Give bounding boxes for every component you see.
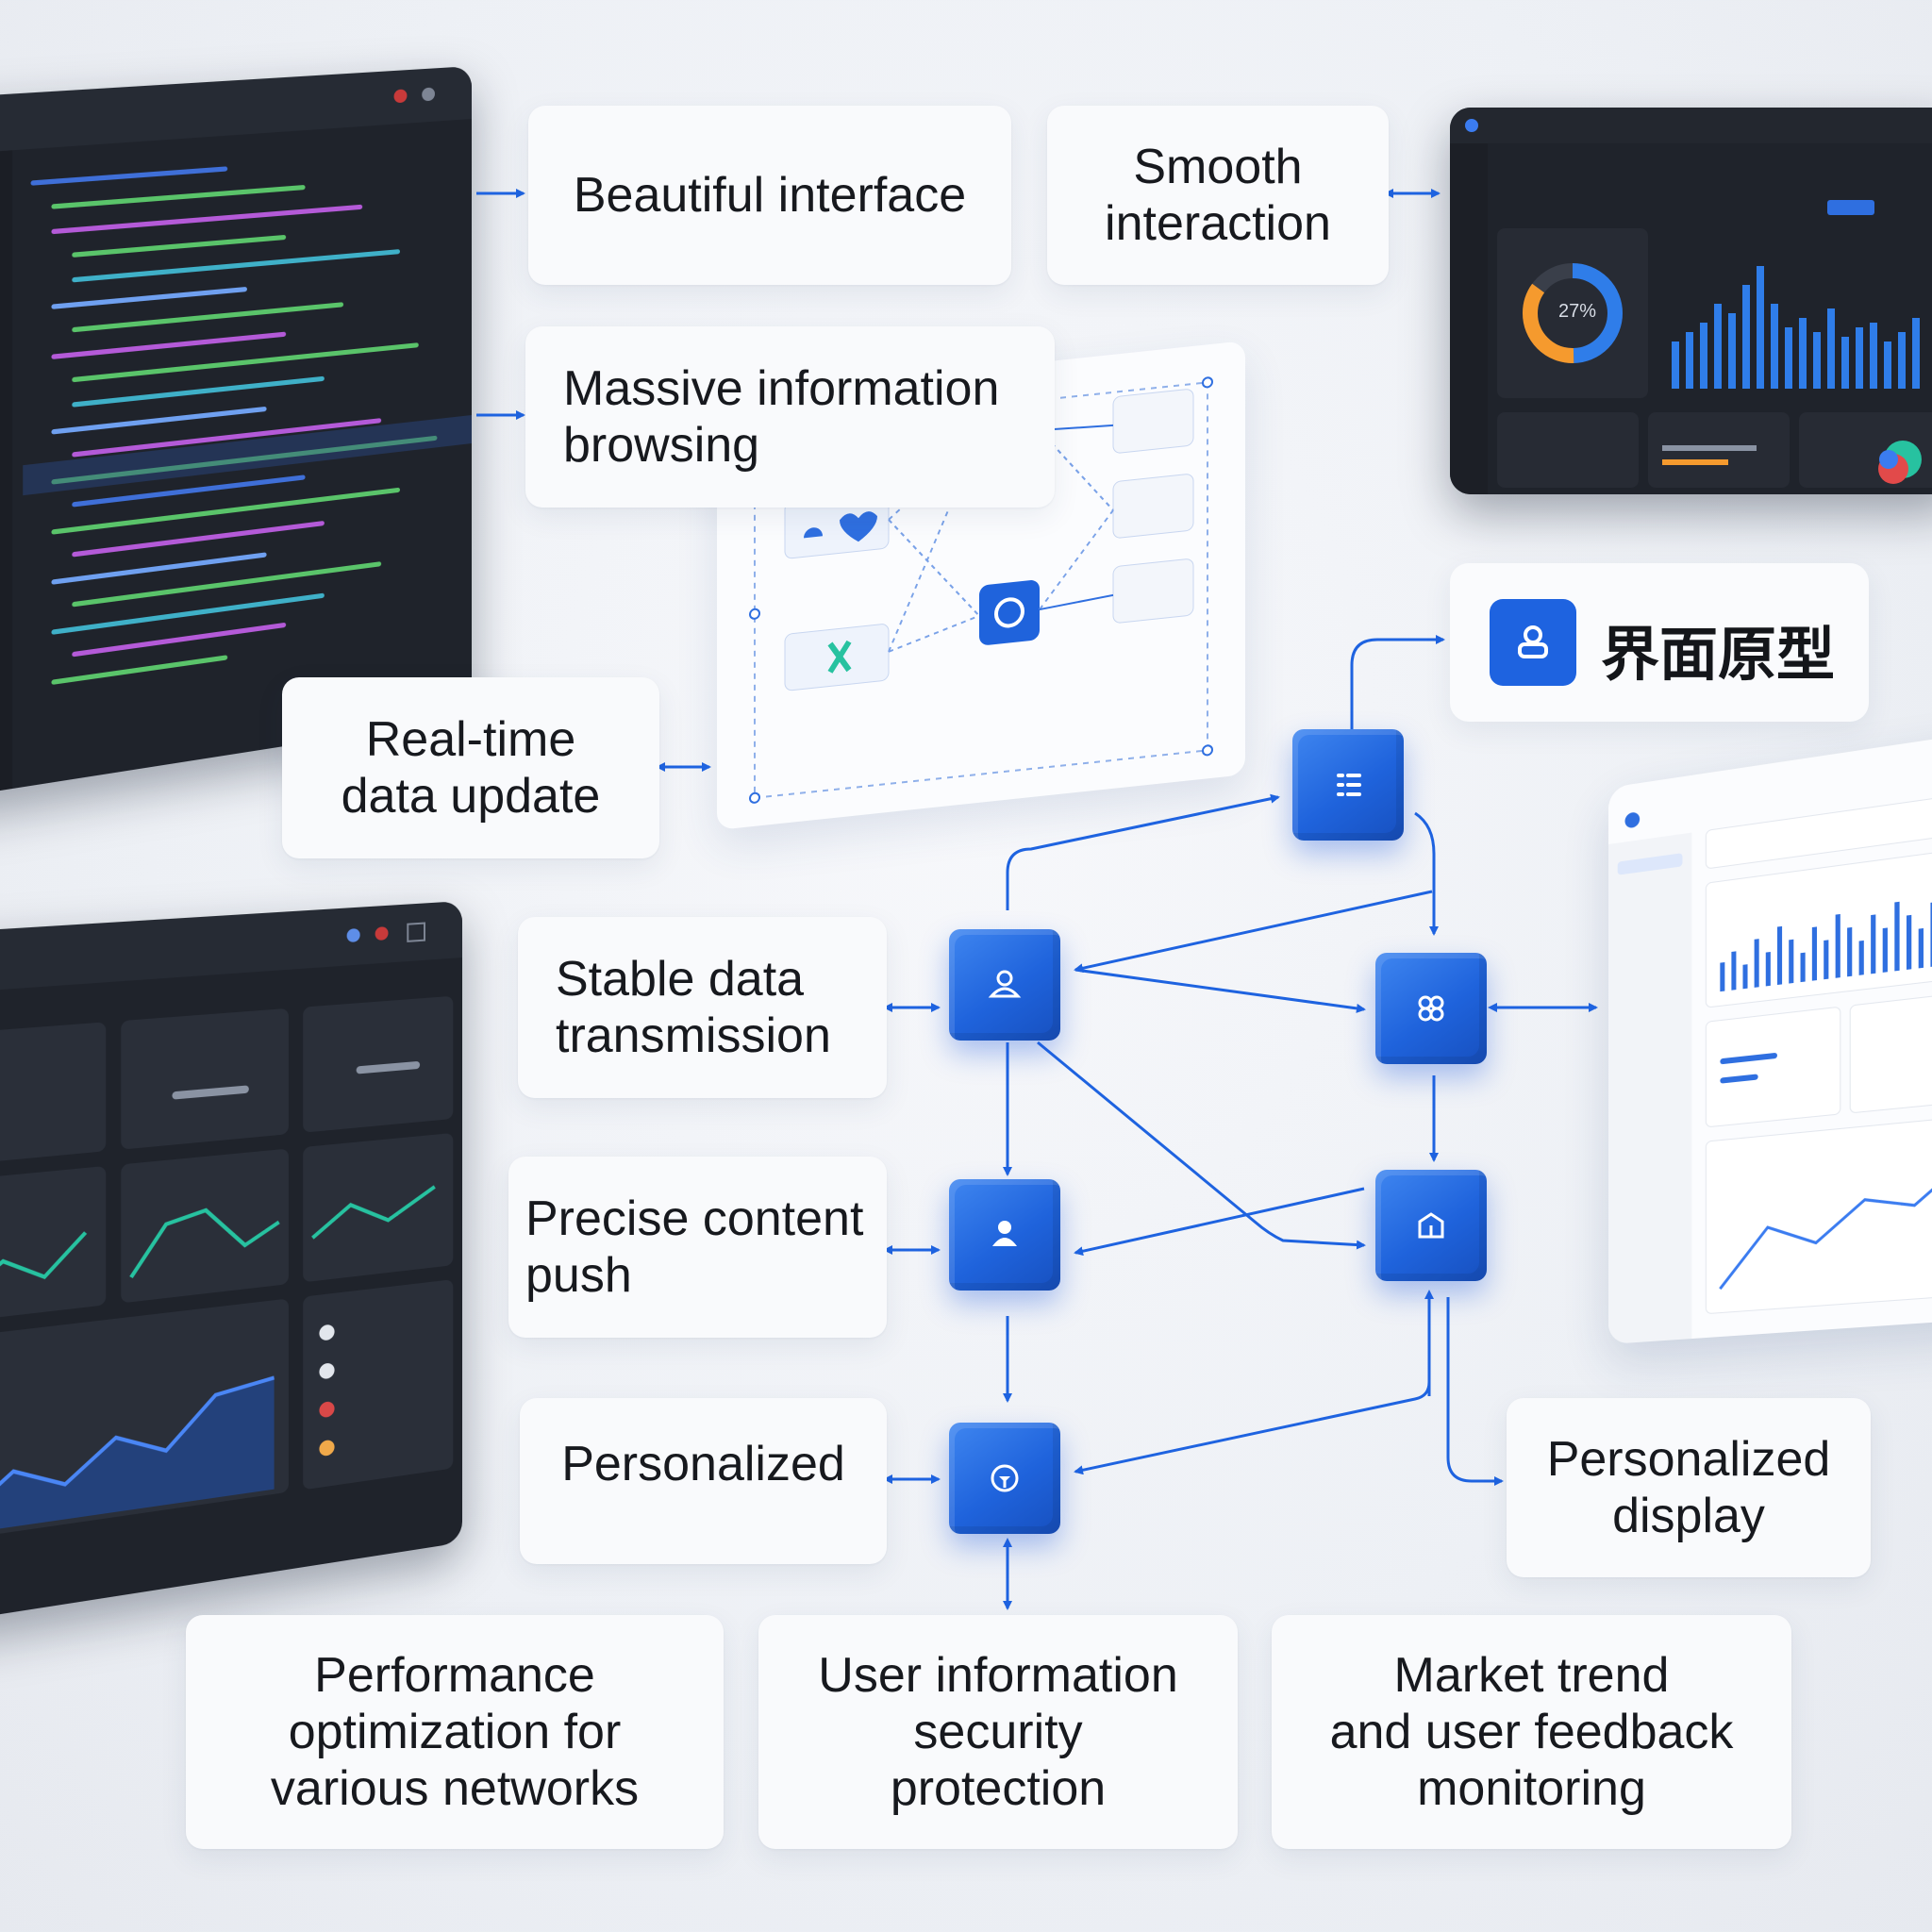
feature-smooth-interaction[interactable]: Smooth interaction	[1047, 106, 1389, 285]
prototype-card[interactable]: 界面原型	[1450, 563, 1869, 722]
list-node-cube[interactable]	[1292, 729, 1404, 841]
feature-personalized[interactable]: Personalized	[520, 1398, 887, 1564]
feature-label: Stable data transmission	[556, 952, 831, 1063]
user-outline-icon	[988, 970, 1022, 998]
code-lines	[23, 132, 472, 787]
dashboard-panels	[0, 995, 454, 1541]
feature-label: Market trend and user feedback monitorin…	[1329, 1648, 1734, 1816]
feature-beautiful-interface[interactable]: Beautiful interface	[528, 106, 1011, 285]
cluster-icon	[1418, 995, 1444, 1022]
feature-label: Performance optimization for various net…	[270, 1648, 640, 1816]
box-node-cube[interactable]	[1375, 1170, 1487, 1281]
compass-icon	[991, 1464, 1019, 1492]
user-node-cube[interactable]	[949, 929, 1060, 1041]
donut-label: 27%	[1557, 301, 1597, 322]
feature-label: Personalized	[561, 1437, 845, 1491]
app-logo-icon	[1465, 119, 1478, 132]
feature-precise-push[interactable]: Precise content push	[508, 1157, 887, 1338]
feature-stable-transmission[interactable]: Stable data transmission	[518, 917, 887, 1098]
feature-label: Real-time data update	[341, 712, 601, 824]
feature-label: Personalized display	[1546, 1432, 1831, 1543]
analytics-dashboard-screenshot	[0, 901, 462, 1624]
feature-label: Precise content push	[525, 1191, 864, 1303]
network-node-cube[interactable]	[1375, 953, 1487, 1064]
feature-massive-information[interactable]: Massive information browsing	[525, 326, 1055, 508]
feature-security-protection[interactable]: User information security protection	[758, 1615, 1238, 1849]
list-icon	[1337, 774, 1361, 796]
package-icon	[1418, 1212, 1444, 1239]
metrics-content	[1497, 200, 1932, 488]
target-node-cube[interactable]	[949, 1423, 1060, 1534]
feature-personalized-display[interactable]: Personalized display	[1507, 1398, 1871, 1577]
feature-market-monitoring[interactable]: Market trend and user feedback monitorin…	[1272, 1615, 1791, 1849]
feature-label: Beautiful interface	[573, 168, 967, 223]
feature-label: Smooth interaction	[1105, 140, 1331, 251]
feature-label: User information security protection	[818, 1648, 1178, 1816]
code-editor-screenshot	[0, 66, 473, 801]
metrics-dashboard-screenshot: 27%	[1450, 108, 1932, 494]
metrics-topbar	[1450, 108, 1932, 143]
light-dashboard-screenshot	[1608, 726, 1932, 1344]
feature-performance-optimization[interactable]: Performance optimization for various net…	[186, 1615, 724, 1849]
metrics-sidebar	[1450, 143, 1488, 494]
feature-realtime-update[interactable]: Real-time data update	[282, 677, 659, 858]
profile-node-cube[interactable]	[949, 1179, 1060, 1291]
light-dashboard-content	[1608, 727, 1932, 1344]
user-solid-icon	[992, 1221, 1017, 1246]
user-icon	[1490, 599, 1576, 686]
prototype-title: 界面原型	[1601, 620, 1836, 689]
feature-label: Massive information browsing	[563, 361, 1000, 473]
